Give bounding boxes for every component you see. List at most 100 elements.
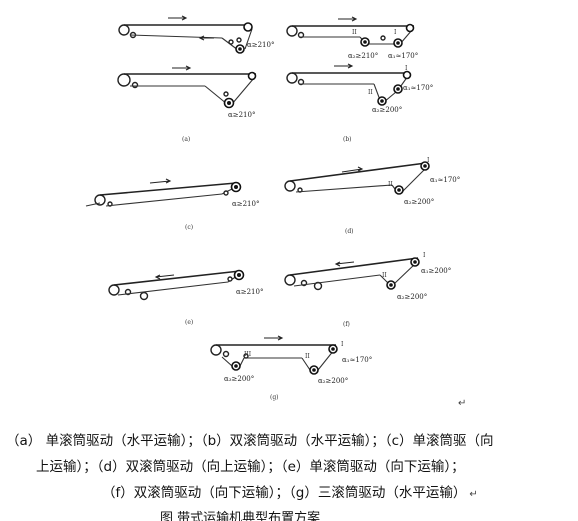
belt-up [231,77,255,105]
tail-pulley [118,24,130,36]
tail-pulley [284,274,296,286]
tail-pulley [210,344,222,356]
figure-title: 图 带式运输机典型布置方案 [160,511,321,521]
belt-top [99,182,237,196]
angle-label: α₃≥200° [224,375,254,383]
belt-down [204,85,228,105]
paragraph-mark: ↵ [458,398,467,409]
drive-hub [227,101,231,105]
direction-arrow [341,166,364,173]
snub-pulley [223,190,229,196]
belt-return [105,193,223,207]
drive-hub [234,185,238,189]
panel-label: (b) [343,136,352,143]
panel-label: (a) [182,136,190,143]
drive-hub [396,41,400,45]
tail-pulley [117,73,131,87]
direction-arrow [334,63,354,69]
head-pulley [402,70,412,80]
panel-c: α≥210° (c) [85,178,259,231]
conveyor-b2: I II α₁≈170° α₂≥200° [286,63,433,114]
snub-pulley [228,39,234,45]
idler [222,350,230,358]
angle-label: α₁≈170° [430,176,460,184]
angle-label: α≥210° [236,288,263,296]
panel-label: (c) [185,224,193,231]
angle-label: α≥210° [232,200,259,208]
panel-label: (e) [185,319,193,326]
snub-pulley [223,91,229,97]
drive-hub [238,47,242,51]
drive-hub [331,347,335,351]
panel-d: I II α₁≈170° α₂≥200° (d) [284,157,460,235]
direction-arrow [338,16,358,22]
roller-label: I [341,341,344,348]
belt-down-2 [301,357,311,371]
panel-e: α≥210° (e) [108,269,263,326]
belt-tail [85,202,101,207]
caption-line-1: （a） 单滚筒驱动（水平运输）；（b）双滚筒驱动（水平运输）；（c）单滚筒驱（向 [6,433,494,449]
belt-top [113,270,241,286]
drive-hub [234,364,238,368]
snub-pulley [236,37,242,43]
caption-line-3: （f）双滚筒驱动（向下运输）；（g）三滚筒驱动（水平运输）↵ [102,480,578,508]
angle-label: α₁≈170° [342,356,372,364]
belt-up [244,28,253,50]
snub-pulley [227,276,233,282]
belt-return [117,281,229,296]
drive-hub [396,87,400,91]
belt-down-3 [221,356,233,367]
idler [131,81,139,89]
roller-label: I [423,252,426,259]
belt-top [289,162,427,182]
roller-label: II [305,353,310,360]
idler [139,291,149,301]
drive-hub [363,40,367,44]
direction-arrow [264,335,284,341]
roller-label: I [427,157,430,164]
angle-label: α₂≥200° [372,106,402,114]
belt-top [289,257,419,276]
drive-hub [423,164,427,168]
conveyor-b1: II I α₂≥210° α₁≈170° [286,16,418,60]
panel-a: α≥210° α≥210° (a) [117,15,274,143]
direction-arrow [334,261,355,267]
return-arrow [198,35,214,41]
angle-label: α₂≥210° [348,52,378,60]
angle-label: α₁≈170° [388,52,418,60]
belt-up [401,167,427,193]
tail-pulley [286,25,298,37]
angle-label: α₁≥200° [421,267,451,275]
head-pulley [405,23,415,33]
panel-label: (f) [343,321,350,328]
direction-arrow [149,178,172,184]
roller-label: II [352,29,357,36]
panel-f: I II α₁≥200° α₂≥200° (f) [284,252,451,328]
angle-label: α≥210° [228,111,255,119]
angle-label: α₂≥200° [397,293,427,301]
direction-arrow [172,65,192,71]
tail-pulley [108,284,120,296]
head-pulley [247,71,257,81]
tail-pulley [284,180,296,192]
roller-label: I [394,29,397,36]
caption-line-3-text: （f）双滚筒驱动（向下运输）；（g）三滚筒驱动（水平运输） [102,485,467,501]
roller-label: II [388,181,393,188]
conveyor-layout-diagram: α≥210° α≥210° (a) [85,15,460,401]
angle-label: α≥210° [247,41,274,49]
tail-pulley [286,72,298,84]
head-pulley [243,22,253,32]
caption-line-2: 上运输）；（d）双滚筒驱动（向上运输）；（e）单滚筒驱动（向下运输）； [36,459,465,475]
direction-arrow [168,15,188,21]
angle-label: α₂≥200° [318,377,348,385]
panel-label: (d) [345,228,354,235]
conveyor-a2: α≥210° [117,65,257,119]
panel-g: III II I α₃≥200° α₂≥200° α₁≈170° (g) [210,335,372,401]
snub-pulley [380,35,386,41]
snub-pulley [243,353,249,359]
drive-hub [380,99,384,103]
drive-hub [397,188,401,192]
angle-label: α₁≈170° [403,84,433,92]
belt-return [293,274,381,287]
roller-label: III [244,351,252,358]
